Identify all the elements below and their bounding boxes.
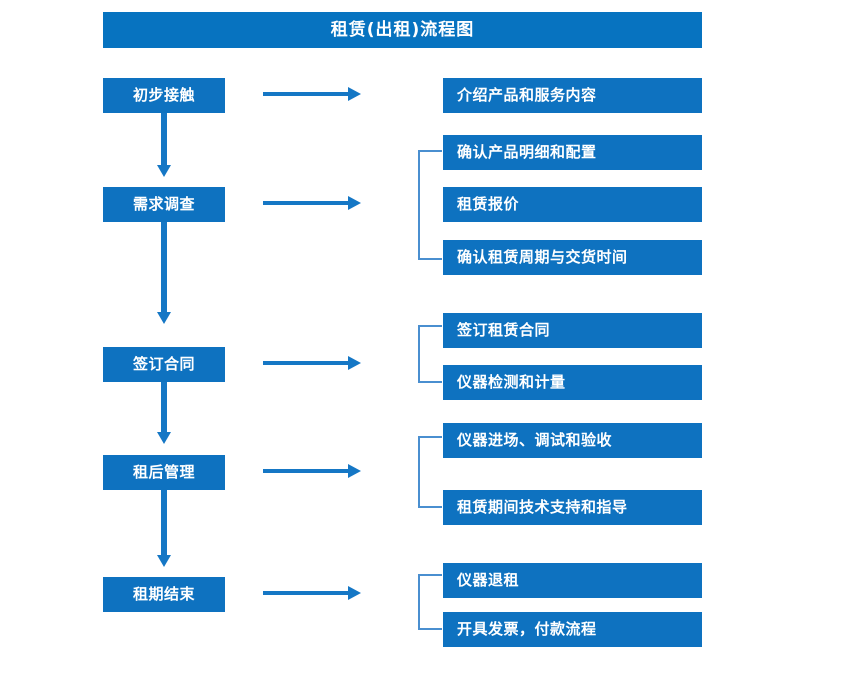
- detail-box-5-1[interactable]: 仪器退租: [443, 563, 702, 598]
- detail-box-2-2[interactable]: 租赁报价: [443, 187, 702, 222]
- arrow-head: [157, 312, 171, 324]
- arrow-down-icon-1: [157, 113, 171, 177]
- arrow-right-icon-4: [263, 464, 361, 478]
- detail-box-4-2[interactable]: 租赁期间技术支持和指导: [443, 490, 702, 525]
- group-bracket-3: [418, 325, 442, 383]
- detail-box-3-2[interactable]: 仪器检测和计量: [443, 365, 702, 400]
- arrow-shaft: [161, 222, 167, 313]
- arrow-shaft: [263, 469, 349, 473]
- detail-box-5-2[interactable]: 开具发票，付款流程: [443, 612, 702, 647]
- arrow-right-icon-3: [263, 356, 361, 370]
- stage-box-3[interactable]: 签订合同: [103, 347, 225, 382]
- arrow-shaft: [263, 361, 349, 365]
- arrow-shaft: [263, 591, 349, 595]
- stage-box-2[interactable]: 需求调查: [103, 187, 225, 222]
- arrow-head: [348, 586, 361, 600]
- stage-box-5[interactable]: 租期结束: [103, 577, 225, 612]
- arrow-head: [348, 87, 361, 101]
- arrow-right-icon-2: [263, 196, 361, 210]
- detail-box-1-1[interactable]: 介绍产品和服务内容: [443, 78, 702, 113]
- arrow-down-icon-2: [157, 222, 171, 324]
- arrow-shaft: [263, 92, 349, 96]
- arrow-right-icon-5: [263, 586, 361, 600]
- arrow-head: [157, 555, 171, 567]
- detail-box-2-3[interactable]: 确认租赁周期与交货时间: [443, 240, 702, 275]
- arrow-head: [157, 432, 171, 444]
- detail-box-2-1[interactable]: 确认产品明细和配置: [443, 135, 702, 170]
- arrow-down-icon-4: [157, 490, 171, 567]
- group-bracket-4: [418, 436, 442, 508]
- arrow-shaft: [263, 201, 349, 205]
- arrow-down-icon-3: [157, 382, 171, 444]
- detail-box-3-1[interactable]: 签订租赁合同: [443, 313, 702, 348]
- page-title: 租赁(出租)流程图: [103, 12, 702, 48]
- arrow-shaft: [161, 382, 167, 433]
- arrow-head: [157, 165, 171, 177]
- arrow-shaft: [161, 113, 167, 166]
- stage-box-1[interactable]: 初步接触: [103, 78, 225, 113]
- group-bracket-5: [418, 574, 442, 630]
- arrow-head: [348, 464, 361, 478]
- arrow-right-icon-1: [263, 87, 361, 101]
- stage-box-4[interactable]: 租后管理: [103, 455, 225, 490]
- group-bracket-2: [418, 150, 442, 260]
- arrow-head: [348, 356, 361, 370]
- detail-box-4-1[interactable]: 仪器进场、调试和验收: [443, 423, 702, 458]
- arrow-head: [348, 196, 361, 210]
- arrow-shaft: [161, 490, 167, 556]
